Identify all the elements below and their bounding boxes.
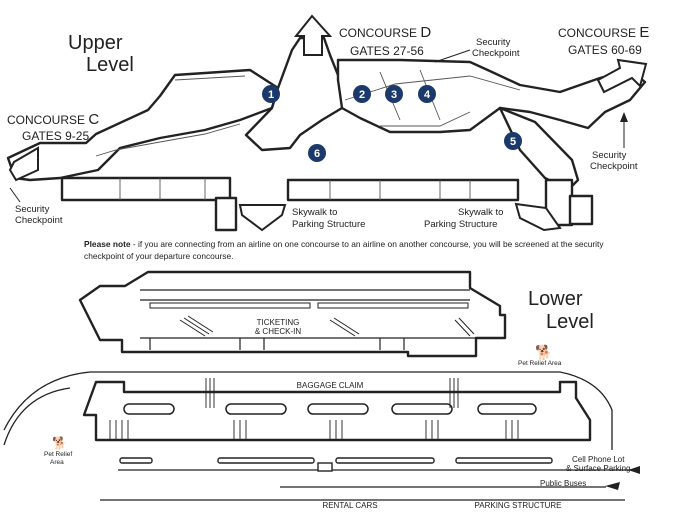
upper-arrows xyxy=(8,14,648,232)
ticketing-label-2: & CHECK-IN xyxy=(255,327,301,336)
concourse-de-arm xyxy=(336,58,647,134)
marker-2[interactable]: 2 xyxy=(353,85,371,103)
svg-text:Parking Structure: Parking Structure xyxy=(424,219,497,230)
skywalk-right-label: Skywalk to Parking Structure xyxy=(424,207,503,230)
bus-road-arrow xyxy=(605,482,620,490)
ticketing-counters xyxy=(149,302,475,337)
svg-text:Checkpoint: Checkpoint xyxy=(590,161,638,172)
marker-4[interactable]: 4 xyxy=(418,85,436,103)
medians xyxy=(119,457,553,472)
dog-icon: 🐕 xyxy=(52,436,67,450)
marker-1[interactable]: 1 xyxy=(262,85,280,103)
landside-right xyxy=(286,178,520,202)
west-exit-arrow xyxy=(8,146,39,182)
svg-text:4: 4 xyxy=(424,89,431,101)
baggage-carousels xyxy=(123,403,537,415)
svg-text:5: 5 xyxy=(510,136,516,148)
skywalk-right-arrow xyxy=(514,202,562,232)
svg-text:Checkpoint: Checkpoint xyxy=(472,48,520,59)
lower-level-title-1: Lower xyxy=(528,288,583,310)
concourse-d-label: CONCOURSE D GATES 27-56 xyxy=(339,24,431,58)
connection-note: Please note - if you are connecting from… xyxy=(84,239,604,262)
lower-level-title-2: Level xyxy=(546,311,594,333)
upper-level-title-2: Level xyxy=(86,54,134,76)
parking-structure-label: PARKING STRUCTURE xyxy=(475,501,562,510)
svg-text:Security: Security xyxy=(15,204,50,215)
svg-text:CONCOURSE D: CONCOURSE D xyxy=(339,24,431,41)
svg-text:Security: Security xyxy=(592,150,627,161)
public-buses-label: Public Buses xyxy=(540,479,586,488)
ticketing-building xyxy=(78,270,507,358)
svg-text:GATES 60-69: GATES 60-69 xyxy=(568,43,642,57)
rental-cars-label: RENTAL CARS xyxy=(322,501,377,510)
svg-text:2: 2 xyxy=(359,89,365,101)
pet-relief-left: 🐕 Pet Relief Area xyxy=(44,436,72,466)
svg-text:CONCOURSE C: CONCOURSE C xyxy=(7,111,99,128)
marker-3[interactable]: 3 xyxy=(385,85,403,103)
skywalk-right-stub-2 xyxy=(568,194,594,226)
marker-5[interactable]: 5 xyxy=(504,132,522,150)
svg-text:Parking Structure: Parking Structure xyxy=(292,219,365,230)
svg-text:3: 3 xyxy=(391,89,397,101)
svg-text:CONCOURSE E: CONCOURSE E xyxy=(558,24,649,41)
cell-phone-lot-label-2: & Surface Parking xyxy=(566,464,630,473)
baggage-claim-label: BAGGAGE CLAIM xyxy=(297,381,364,390)
ticketing-label-1: TICKETING xyxy=(257,318,300,327)
upper-level-title-1: Upper xyxy=(68,32,123,54)
security-checkpoint-top: Security Checkpoint xyxy=(434,37,520,63)
svg-text:Pet Relief: Pet Relief xyxy=(44,451,72,458)
cell-phone-lot-label-1: Cell Phone Lot xyxy=(572,455,625,464)
skywalk-left-label: Skywalk to Parking Structure xyxy=(292,207,365,230)
location-markers: 1 2 3 4 5 6 xyxy=(262,85,522,162)
svg-text:Area: Area xyxy=(50,459,64,466)
security-checkpoint-right: Security Checkpoint xyxy=(590,112,638,172)
svg-text:GATES 9-25: GATES 9-25 xyxy=(22,129,89,143)
concourse-c-label: CONCOURSE C GATES 9-25 xyxy=(7,111,99,143)
svg-text:Security: Security xyxy=(476,37,511,48)
roadways xyxy=(3,371,640,501)
note-prefix: Please note xyxy=(84,239,131,249)
north-exit-arrow xyxy=(293,14,333,56)
svg-text:Skywalk to: Skywalk to xyxy=(292,207,337,218)
road-arrow xyxy=(628,466,640,474)
security-checkpoint-left: Security Checkpoint xyxy=(9,187,63,226)
svg-text:GATES 27-56: GATES 27-56 xyxy=(350,44,424,58)
concourse-e-label: CONCOURSE E GATES 60-69 xyxy=(558,24,649,57)
svg-text:Checkpoint: Checkpoint xyxy=(15,215,63,226)
skywalk-left-stub xyxy=(214,196,238,232)
marker-6[interactable]: 6 xyxy=(308,144,326,162)
note-text: - if you are connecting from an airline … xyxy=(84,239,604,261)
svg-text:Skywalk to: Skywalk to xyxy=(458,207,503,218)
dog-icon: 🐕 xyxy=(535,344,552,361)
skywalk-left-arrow xyxy=(238,204,287,232)
svg-text:6: 6 xyxy=(314,148,320,160)
pet-relief-right: 🐕 Pet Relief Area xyxy=(518,344,562,367)
svg-text:Pet Relief Area: Pet Relief Area xyxy=(518,360,562,367)
baggage-escalators xyxy=(109,378,519,440)
east-exit-arrow xyxy=(596,58,648,94)
upper-interior-detail xyxy=(95,69,521,200)
svg-text:1: 1 xyxy=(268,89,274,101)
upper-level xyxy=(6,36,647,232)
